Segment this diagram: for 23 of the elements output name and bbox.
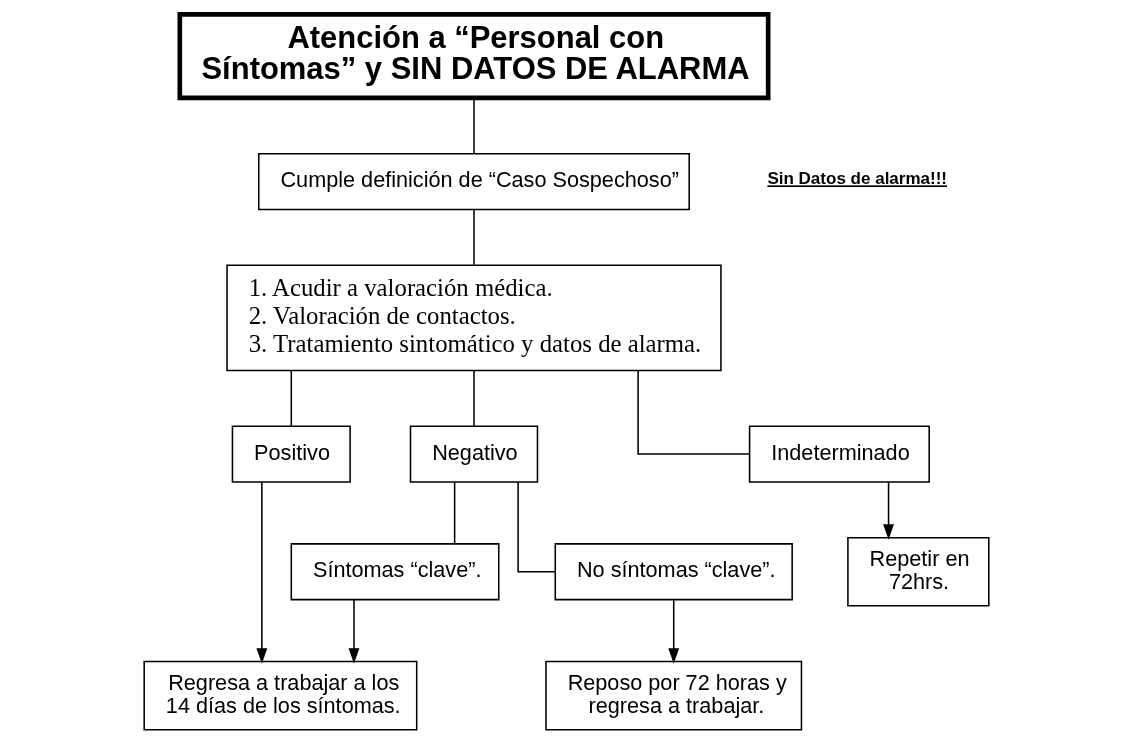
label: Sin Datos de alarma!!! [766, 169, 947, 189]
connector [472, 97, 475, 154]
node-box: Regresa a trabajar a los 14 días de los síntomas. [142, 660, 417, 731]
connector [516, 481, 556, 573]
connector [472, 369, 475, 427]
node-box: Síntomas “clave”. [290, 543, 500, 601]
connector [636, 369, 750, 455]
node-box: Atención a “Personal con Síntomas” y SIN DATOS DE ALARMA [177, 12, 770, 101]
node-box: 1. Acudir a valoración médica. 2. Valoración de contactos. 3. Tratamiento sintomático y datos de alarma. [225, 264, 722, 372]
node-box: No síntomas “clave”. [554, 543, 793, 601]
arrow [667, 599, 679, 664]
connector [472, 209, 475, 266]
node-box: Cumple definición de “Caso Sospechoso” [257, 152, 690, 211]
node-box: Indeterminado [748, 425, 930, 483]
node-box: Reposo por 72 horas y regresa a trabajar. [544, 660, 802, 731]
connector [290, 369, 292, 427]
arrow [348, 599, 359, 664]
arrow [255, 481, 267, 664]
arrow [882, 481, 894, 540]
node-box: Repetir en 72hrs. [846, 536, 990, 607]
connector [453, 481, 455, 545]
node-box: Positivo [231, 425, 351, 483]
node-box: Negativo [409, 425, 538, 483]
